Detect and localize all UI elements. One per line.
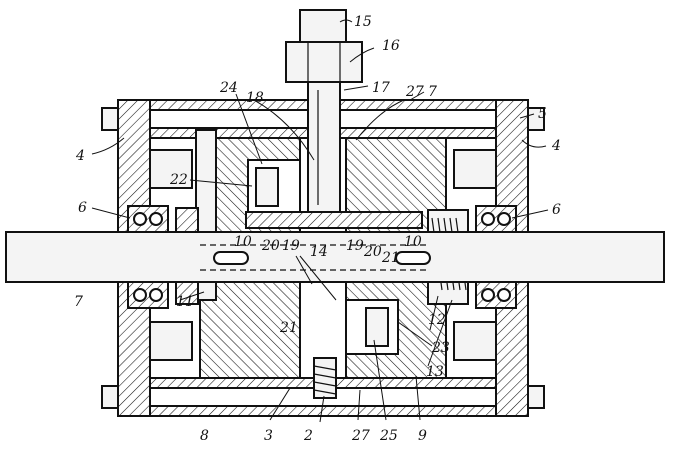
label-10-left: 10 xyxy=(234,234,252,250)
bearing-6-left xyxy=(127,205,169,309)
left-bolt-heads xyxy=(101,107,193,409)
label-21-right: 21 xyxy=(381,250,400,266)
label-13: 13 xyxy=(426,364,444,380)
label-12: 12 xyxy=(428,312,446,328)
label-24: 24 xyxy=(219,80,238,96)
piston-rod-18 xyxy=(307,81,341,213)
label-25: 25 xyxy=(379,428,398,444)
inner-sleeve xyxy=(245,211,423,229)
label-20-right: 20 xyxy=(363,244,382,260)
slot-10-right xyxy=(395,251,431,265)
label-7-left: 7 xyxy=(74,294,83,310)
label-27-bottom: 27 xyxy=(351,428,370,444)
label-19-left: 19 xyxy=(282,238,300,254)
label-4-right: 4 xyxy=(551,138,561,154)
label-4-left: 4 xyxy=(75,148,85,164)
label-20-left: 20 xyxy=(261,238,280,254)
label-8: 8 xyxy=(200,428,209,444)
label-9: 9 xyxy=(418,428,427,444)
label-10-right: 10 xyxy=(404,234,422,250)
chamber-24 xyxy=(247,159,301,215)
label-14: 14 xyxy=(310,244,328,260)
main-shaft-7 xyxy=(5,231,665,283)
label-6-right: 6 xyxy=(552,202,561,218)
label-19-right: 19 xyxy=(346,238,364,254)
label-3: 3 xyxy=(264,428,273,444)
label-27-top: 27 xyxy=(405,84,424,100)
spring-screw-2 xyxy=(313,357,337,399)
label-6-left: 6 xyxy=(78,200,87,216)
leader-lines xyxy=(91,19,549,423)
slot-10-left xyxy=(213,251,249,265)
label-16: 16 xyxy=(382,38,400,54)
chamber-25 xyxy=(345,299,399,355)
label-15: 15 xyxy=(354,14,372,30)
label-23: 23 xyxy=(431,340,450,356)
label-11: 11 xyxy=(176,294,194,310)
label-2: 2 xyxy=(303,428,313,444)
label-7-top: 7 xyxy=(428,84,437,100)
label-18: 18 xyxy=(246,90,264,106)
label-22: 22 xyxy=(169,172,188,188)
label-21-mid: 21 xyxy=(279,320,298,336)
rod-15 xyxy=(299,9,347,43)
right-bolt-heads xyxy=(453,107,545,409)
label-17: 17 xyxy=(372,80,390,96)
bearing-6-right xyxy=(475,205,517,309)
hex-nut-16 xyxy=(285,41,363,83)
label-5: 5 xyxy=(538,106,547,122)
